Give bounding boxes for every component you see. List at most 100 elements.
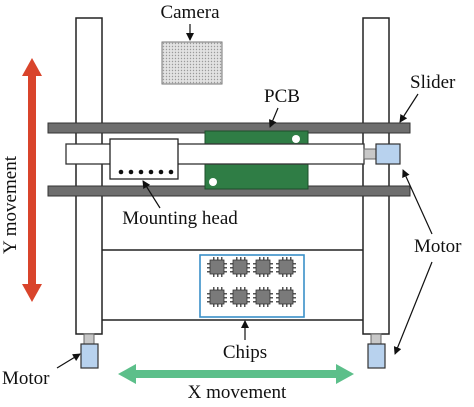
camera-label: Camera <box>160 2 220 23</box>
chip-pin <box>286 287 288 290</box>
chip-body <box>255 259 271 275</box>
chip-pin <box>217 274 219 277</box>
chip-pin <box>247 271 250 273</box>
chip <box>253 257 273 277</box>
chip-pin <box>230 271 233 273</box>
chip-pin <box>230 267 233 269</box>
motor-bottom-right <box>367 343 386 369</box>
chip-pin <box>224 263 227 265</box>
chip-pin <box>244 304 246 307</box>
chip-body <box>209 289 225 305</box>
chip-pin <box>230 293 233 295</box>
chip-pin <box>253 297 256 299</box>
right-post <box>362 17 390 335</box>
chip-pin <box>276 293 279 295</box>
chip-pin <box>276 263 279 265</box>
chip-pin <box>247 297 250 299</box>
chip-pin <box>224 297 227 299</box>
chip-pin <box>240 257 242 260</box>
chip-pin <box>217 304 219 307</box>
chip-pin <box>290 287 292 290</box>
chip-pin <box>247 301 250 303</box>
right-foot <box>370 333 382 345</box>
chip-pin <box>282 304 284 307</box>
chip-pin <box>213 257 215 260</box>
y-movement-label: Y movement <box>0 155 21 254</box>
motor-right-label: Motor <box>414 236 462 257</box>
chip-pin <box>263 257 265 260</box>
chip-pin <box>253 271 256 273</box>
chip <box>276 257 296 277</box>
chip-pin <box>230 297 233 299</box>
chip-pin <box>207 263 210 265</box>
chip-pin <box>221 257 223 260</box>
chip-pin <box>293 271 296 273</box>
motor-bottom-left <box>80 343 99 369</box>
chip-pin <box>221 287 223 290</box>
chip-pin <box>224 293 227 295</box>
chip-pin <box>286 304 288 307</box>
chip-pin <box>282 257 284 260</box>
chip-pin <box>270 267 273 269</box>
chip-pin <box>207 301 210 303</box>
chip-pin <box>267 257 269 260</box>
nozzle <box>148 169 154 175</box>
chip-pin <box>207 267 210 269</box>
chip-pin <box>244 287 246 290</box>
motor-left-pointer <box>56 353 81 369</box>
chip-body <box>278 259 294 275</box>
chip-body <box>278 289 294 305</box>
chip-pin <box>282 274 284 277</box>
pcb-hole-bottom <box>209 178 217 186</box>
chip-pin <box>213 274 215 277</box>
chip-pin <box>244 257 246 260</box>
chip-pin <box>276 297 279 299</box>
chip-pin <box>259 274 261 277</box>
chip-pin <box>293 293 296 295</box>
y-movement-arrow <box>22 58 42 302</box>
chip-pin <box>276 271 279 273</box>
chip-pin <box>253 293 256 295</box>
left-foot <box>83 333 95 345</box>
chip-pin <box>276 267 279 269</box>
chip-pin <box>259 304 261 307</box>
chip-pin <box>217 257 219 260</box>
chip-pin <box>293 263 296 265</box>
chip-pin <box>247 267 250 269</box>
motor-left-label: Motor <box>2 368 50 389</box>
motor-slider <box>375 143 401 165</box>
chip-body <box>255 289 271 305</box>
mounting-head-pointer <box>142 180 161 209</box>
x-movement-arrow <box>118 364 354 384</box>
chip <box>253 287 273 307</box>
chip-pin <box>213 304 215 307</box>
chip-pin <box>267 287 269 290</box>
pcb-label: PCB <box>264 86 300 107</box>
chip-pin <box>259 257 261 260</box>
chip-pin <box>236 287 238 290</box>
chip-pin <box>207 293 210 295</box>
chip-grid <box>207 257 296 307</box>
chip-pin <box>286 274 288 277</box>
chip-pin <box>236 304 238 307</box>
chip-pin <box>293 297 296 299</box>
chip-pin <box>207 297 210 299</box>
chip-body <box>232 289 248 305</box>
pcb-pointer <box>269 107 279 128</box>
nozzle <box>128 169 134 175</box>
chips-label: Chips <box>223 342 267 363</box>
chip-pin <box>207 271 210 273</box>
chip-pin <box>224 271 227 273</box>
nozzle <box>118 169 124 175</box>
nozzle <box>168 169 174 175</box>
slider-pointer <box>399 93 419 123</box>
chip-pin <box>240 274 242 277</box>
nozzle <box>158 169 164 175</box>
chip-body <box>209 259 225 275</box>
chip-pin <box>221 274 223 277</box>
pcb-hole-top <box>292 135 300 143</box>
chip-pin <box>286 257 288 260</box>
chip-pin <box>244 274 246 277</box>
